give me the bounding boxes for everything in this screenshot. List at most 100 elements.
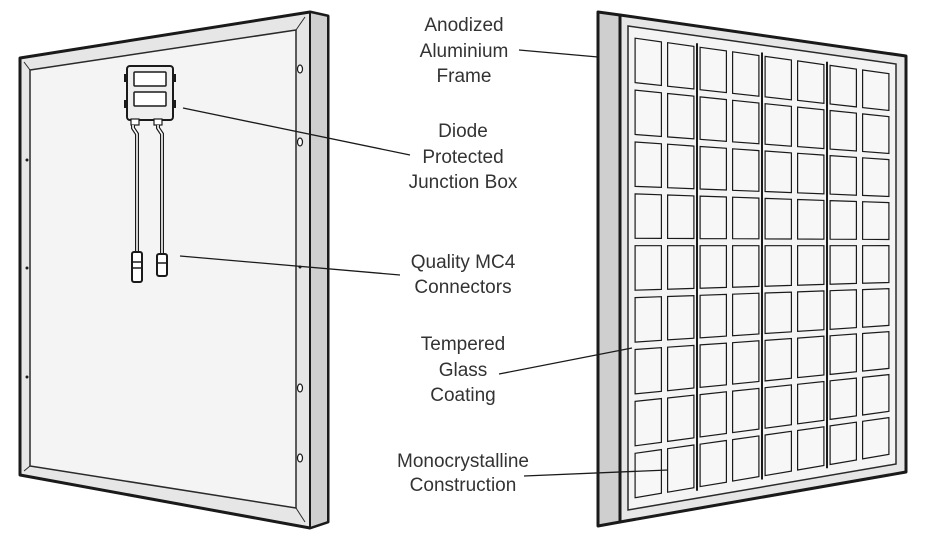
cell-grid <box>634 37 890 499</box>
solar-cell <box>699 195 728 240</box>
leader-cells <box>523 469 669 477</box>
solar-cell <box>796 426 825 471</box>
solar-cell <box>829 109 858 152</box>
callout-frame-line1: Anodized <box>424 15 503 36</box>
solar-cell <box>764 337 793 382</box>
solar-cell <box>796 290 825 333</box>
callout-cells-line1: Monocrystalline <box>397 451 529 472</box>
leader-frame <box>518 49 599 58</box>
solar-cell <box>666 444 695 493</box>
mounting-hole <box>296 453 304 463</box>
solar-cell <box>634 245 663 291</box>
solar-cell <box>796 245 825 286</box>
solar-cell <box>829 289 858 330</box>
solar-cell <box>634 448 663 499</box>
panel-front-view <box>596 10 908 528</box>
panel-back-view <box>18 10 330 530</box>
solar-cell <box>666 92 695 140</box>
callout-glass-line2: Glass <box>439 360 488 381</box>
solar-cell <box>634 397 663 447</box>
callout-junction-line3: Junction Box <box>409 172 518 193</box>
solar-cell <box>699 293 728 339</box>
solar-cell <box>796 106 825 150</box>
junction-box <box>124 65 176 126</box>
solar-cell <box>796 380 825 425</box>
cable-right <box>156 125 164 254</box>
solar-cell <box>731 51 760 97</box>
solar-cell <box>634 37 663 87</box>
solar-cell <box>829 199 858 240</box>
solar-cell <box>699 391 728 438</box>
solar-cell <box>666 344 695 392</box>
solar-cell <box>731 292 760 337</box>
callout-glass: Tempered Glass Coating <box>421 334 506 406</box>
callout-connectors-line2: Connectors <box>414 277 511 298</box>
solar-cell <box>764 291 793 335</box>
solar-cell <box>829 64 858 108</box>
mounting-hole <box>296 64 304 74</box>
solar-cell <box>731 196 760 240</box>
solar-cell <box>634 89 663 138</box>
solar-cell <box>731 245 760 288</box>
solar-cell <box>861 416 890 460</box>
solar-cell <box>861 287 890 328</box>
solar-cell <box>699 145 728 191</box>
leader-connectors <box>179 255 401 276</box>
solar-cell <box>666 194 695 240</box>
leader-lines <box>179 49 669 477</box>
solar-cell <box>731 435 760 482</box>
mounting-hole <box>296 383 304 393</box>
callout-connectors: Quality MC4 Connectors <box>411 252 516 298</box>
solar-cell <box>796 152 825 195</box>
solar-cell <box>666 143 695 190</box>
leader-junction-box <box>182 107 411 156</box>
solar-cell <box>764 245 793 287</box>
solar-cell <box>699 96 728 142</box>
solar-cell <box>666 294 695 341</box>
solar-cell <box>764 150 793 194</box>
solar-cell <box>829 245 858 285</box>
mc4-connector-right <box>156 253 168 277</box>
callout-junction-line2: Protected <box>422 147 503 168</box>
callout-junction-line1: Diode <box>438 121 488 142</box>
solar-cell <box>829 154 858 196</box>
solar-cell <box>764 430 793 477</box>
solar-cell <box>666 42 695 90</box>
solar-cell <box>666 394 695 443</box>
callout-junction-box: Diode Protected Junction Box <box>409 121 518 193</box>
solar-cell <box>829 421 858 466</box>
solar-cell <box>764 55 793 101</box>
mc4-connector-left <box>131 251 143 283</box>
callout-cells: Monocrystalline Construction <box>397 451 529 496</box>
cable-left <box>131 125 139 252</box>
callout-cells-line2: Construction <box>410 475 517 496</box>
callout-glass-line3: Coating <box>430 385 496 406</box>
solar-cell <box>861 373 890 416</box>
solar-cell <box>861 244 890 284</box>
solar-cell <box>861 201 890 241</box>
solar-cell <box>666 245 695 290</box>
solar-cell <box>796 335 825 379</box>
solar-cell <box>634 193 663 240</box>
solar-cell <box>829 377 858 421</box>
solar-cell <box>731 99 760 145</box>
solar-cell <box>861 69 890 112</box>
solar-cell <box>861 157 890 198</box>
solar-cell <box>796 198 825 240</box>
callout-glass-line1: Tempered <box>421 334 506 355</box>
solar-cell <box>731 340 760 385</box>
solar-cell <box>796 60 825 104</box>
solar-cell <box>634 347 663 395</box>
callout-connectors-line1: Quality MC4 <box>411 252 516 273</box>
solar-cell <box>829 333 858 376</box>
callout-frame-line2: Aluminium <box>420 41 509 62</box>
solar-cell <box>699 245 728 289</box>
back-frame-side <box>309 10 329 530</box>
solar-cell <box>699 439 728 488</box>
solar-cell <box>764 384 793 429</box>
mounting-hole <box>296 137 304 147</box>
solar-cell <box>861 113 890 155</box>
front-frame-side <box>596 10 622 528</box>
solar-cell <box>731 387 760 434</box>
